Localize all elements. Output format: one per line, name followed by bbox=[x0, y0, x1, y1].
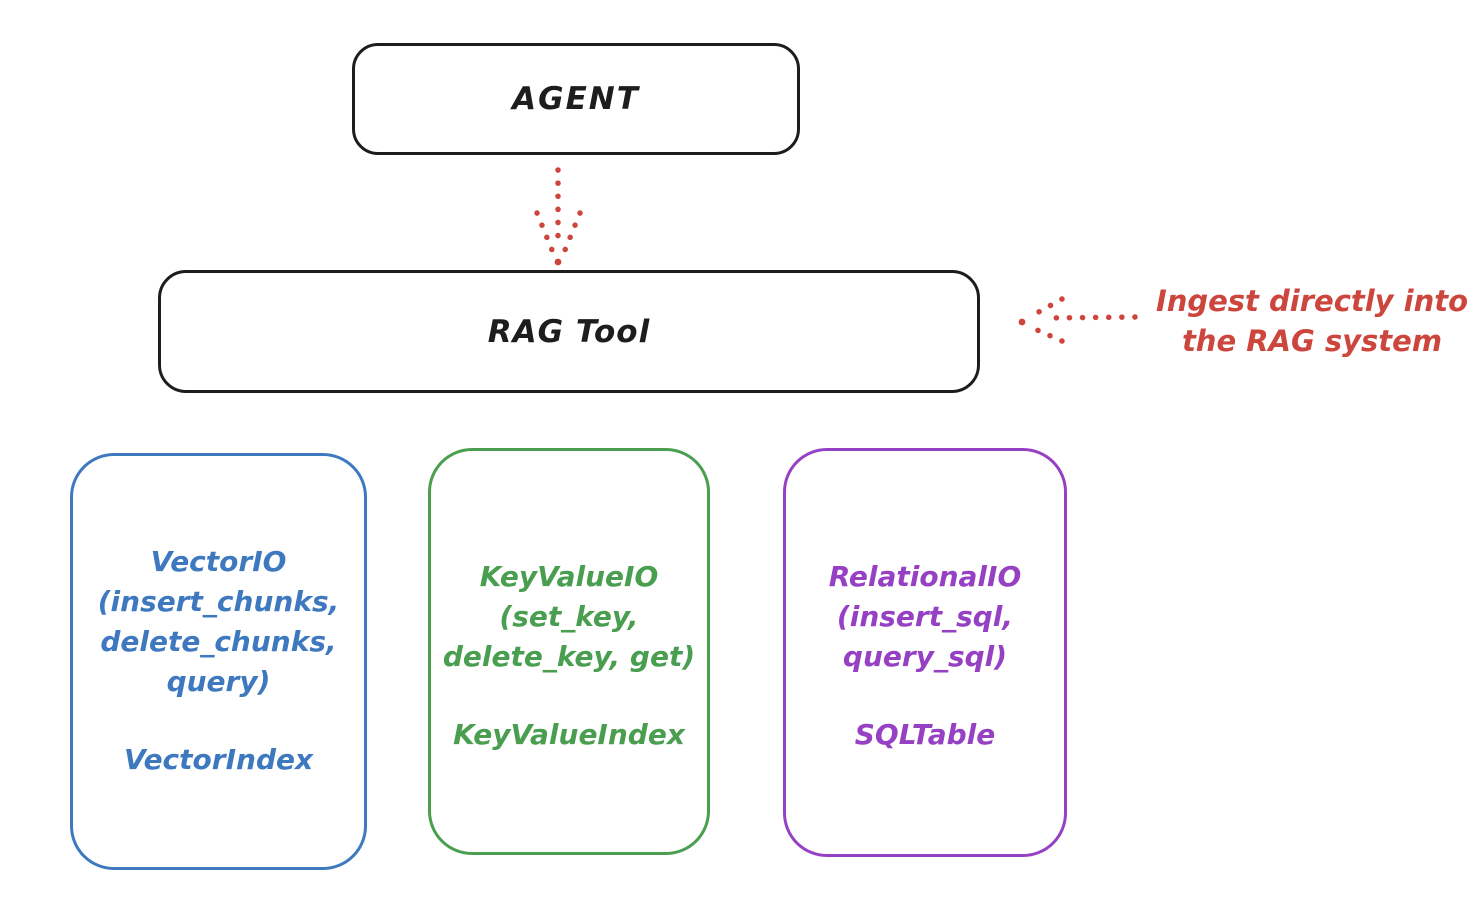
arrow-down-tip bbox=[554, 258, 562, 266]
sqltable-label: SQLTable bbox=[854, 718, 996, 751]
keyvalue-io-box: KeyValueIO (set_key, delete_key, get) Ke… bbox=[428, 448, 710, 855]
vector-io-box: VectorIO (insert_chunks, delete_chunks, … bbox=[70, 453, 367, 870]
keyvalue-index-label: KeyValueIndex bbox=[453, 718, 685, 751]
agent-box: AGENT bbox=[352, 43, 800, 155]
arrow-left-tip bbox=[1018, 318, 1026, 326]
dotted-arrow-left-icon bbox=[1025, 296, 1138, 344]
agent-label: AGENT bbox=[512, 81, 640, 117]
dotted-arrow-down-icon bbox=[534, 167, 583, 258]
vector-io-body: VectorIO (insert_chunks, delete_chunks, … bbox=[97, 545, 340, 698]
vector-index-label: VectorIndex bbox=[123, 743, 314, 776]
relational-io-body: RelationalIO (insert_sql, query_sql) bbox=[828, 560, 1022, 673]
relational-io-box: RelationalIO (insert_sql, query_sql) SQL… bbox=[783, 448, 1067, 857]
annotation-text: Ingest directly into the RAG system bbox=[1155, 284, 1469, 358]
rag-tool-box: RAG Tool bbox=[158, 270, 980, 393]
rag-tool-label: RAG Tool bbox=[487, 313, 651, 350]
keyvalue-io-body: KeyValueIO (set_key, delete_key, get) bbox=[442, 560, 696, 673]
